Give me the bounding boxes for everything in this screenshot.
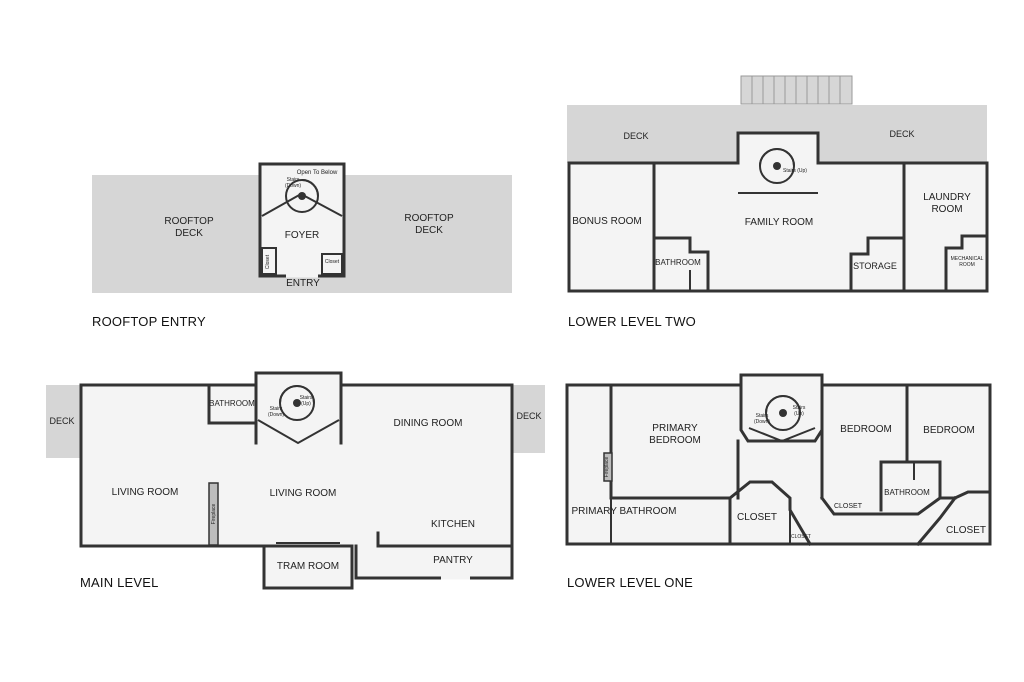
tram-room-label: TRAM ROOM [277, 561, 339, 572]
lower-two-stairs-up-label: Stairs (Up) [783, 168, 807, 174]
entry-label: ENTRY [286, 278, 320, 289]
rooftop-stair-post [298, 192, 306, 200]
storage-label: STORAGE [853, 261, 897, 271]
rooftop-stair-arc [301, 179, 319, 197]
lower-level-two-caption: LOWER LEVEL TWO [568, 314, 696, 329]
tram-room-walls [262, 544, 354, 590]
lower-one-outer-walls [565, 383, 992, 546]
rooftop-closet-right-label: Closet [325, 259, 340, 265]
foyer-label: FOYER [285, 230, 319, 241]
closet-row-walls [819, 495, 943, 516]
closet-right-wall-diag [915, 495, 958, 547]
rooftop-closet-right [321, 253, 343, 275]
lower-one-stair-arc [765, 395, 801, 414]
main-stairs-down-label: Stairs(Down) [268, 406, 284, 418]
living-room-center-label: LIVING ROOM [270, 488, 337, 499]
tram-room-floor [264, 546, 352, 588]
lower-one-fireplace [603, 452, 613, 482]
exterior-stair-treads [751, 76, 841, 104]
kitchen-label: KITCHEN [431, 519, 475, 530]
main-stair-wedge [257, 419, 340, 445]
bedroom-2-label: BEDROOM [923, 425, 975, 436]
tiny-closet-label: CLOSET [791, 534, 811, 540]
lower-two-stair-arc [759, 148, 795, 167]
closet-right-label: CLOSET [946, 525, 986, 536]
main-walls-left [79, 383, 266, 548]
main-stairs-up-label: Stairs(Up) [300, 395, 313, 407]
lower-one-stair-post [779, 409, 787, 417]
lower-one-stair-wedge [748, 427, 816, 443]
main-stair-walls [254, 371, 343, 445]
lower-one-stairs-up-label: Stairs(Up) [793, 405, 806, 417]
main-bathroom-label: BATHROOM [209, 399, 255, 408]
living-room-left-label: LIVING ROOM [112, 487, 179, 498]
main-deck-right-label: DECK [516, 411, 541, 421]
rooftop-closet-left [261, 247, 277, 275]
center-closet-label: CLOSET [737, 512, 777, 523]
lower-one-fireplace-label: Fireplace [604, 457, 610, 478]
main-bathroom-walls [207, 383, 258, 425]
main-fireplace [208, 482, 219, 546]
main-deck-right [512, 385, 545, 453]
bathroom-walls [652, 236, 710, 293]
main-stair-arc [279, 385, 315, 404]
main-deck-left [46, 385, 82, 458]
bedroom-1-label: BEDROOM [840, 424, 892, 435]
closet-right-wall-top [953, 490, 992, 500]
lower-level-two-plan: DECK DECK Stairs (Up) BONUS ROOM FAMILY … [567, 75, 989, 293]
bonus-room-label: BONUS ROOM [572, 216, 641, 227]
lower-two-stair-walls [736, 131, 820, 165]
main-fireplace-label: Fireplace [211, 504, 217, 525]
lower-two-deck-right-label: DECK [889, 129, 914, 139]
center-closet-walls [727, 480, 813, 547]
dining-room-label: DINING ROOM [394, 418, 463, 429]
storage-walls [849, 236, 906, 293]
rooftop-stairs-down-label: Stairs(Down) [285, 177, 301, 189]
main-stair-post [293, 399, 301, 407]
lower-two-deck-left-label: DECK [623, 131, 648, 141]
main-level-plan: DECK DECK BATHROOM Stairs(Down) Stairs(U… [46, 371, 545, 590]
lower-level-one-caption: LOWER LEVEL ONE [567, 575, 694, 590]
rooftop-closet-left-label: Closet [265, 254, 271, 269]
pantry-label: PANTRY [433, 555, 473, 566]
lower-one-stairs-down-label: Stairs(Down) [754, 413, 770, 425]
main-walls-right [339, 383, 514, 580]
primary-bath-walls [609, 383, 732, 546]
bathroom-walls [879, 460, 957, 512]
closet-row-label: CLOSET [834, 503, 863, 510]
lower-one-bathroom-label: BATHROOM [884, 488, 930, 497]
open-to-below-label: Open To Below [297, 170, 338, 176]
pantry-floor [356, 546, 512, 578]
kitchen-pantry-wall [376, 531, 514, 548]
mechanical-room-walls [944, 234, 989, 293]
main-deck-left-label: DECK [49, 416, 74, 426]
main-stair-floor [256, 373, 341, 443]
rooftop-foyer-floor [260, 164, 344, 276]
rooftop-entry-caption: ROOFTOP ENTRY [92, 314, 206, 329]
main-level-caption: MAIN LEVEL [80, 575, 159, 590]
lower-two-stair-post [773, 162, 781, 170]
primary-bathroom-label: PRIMARY BATHROOM [571, 506, 676, 517]
family-room-label: FAMILY ROOM [745, 217, 814, 228]
lower-two-bathroom-label: BATHROOM [655, 258, 701, 267]
